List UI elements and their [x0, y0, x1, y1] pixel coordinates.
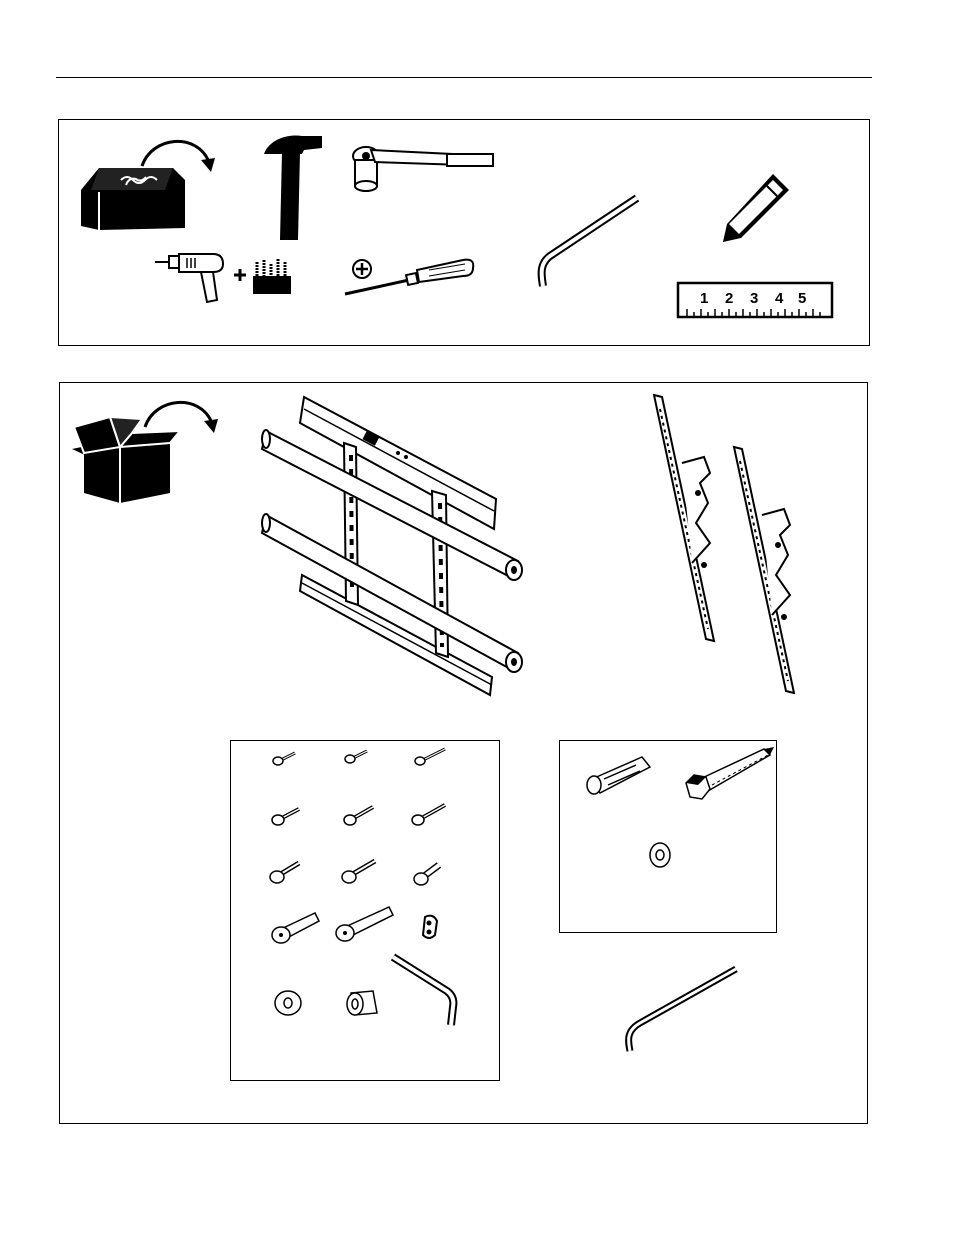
plus-icon [233, 268, 247, 282]
hardware-bag-a [230, 740, 500, 1081]
ruler-number: 1 [700, 290, 708, 307]
spacer-icon [345, 987, 381, 1019]
screw-icon [343, 747, 369, 765]
pencil-icon [719, 172, 791, 244]
rotate-arrow-icon [137, 132, 217, 176]
drill-icon [155, 252, 227, 304]
hardware-bag-b [559, 740, 777, 933]
screw-icon [341, 857, 377, 885]
screwdriver-icon [343, 258, 475, 298]
screw-icon [335, 905, 395, 945]
socket-wrench-icon [351, 144, 501, 194]
screw-icon [271, 805, 301, 827]
wall-anchor-icon [584, 753, 656, 797]
ruler-number: 5 [798, 290, 806, 307]
screw-icon [411, 801, 447, 827]
header-rule [56, 77, 872, 78]
screw-icon [343, 803, 375, 827]
screw-icon [271, 749, 297, 767]
ruler-number: 3 [750, 290, 758, 307]
ruler-number: 2 [725, 290, 733, 307]
safety-clip-icon [417, 913, 445, 943]
washer-icon [648, 841, 672, 869]
tools-required-panel: 1 2 3 4 5 [58, 119, 870, 346]
screw-icon [413, 859, 443, 887]
tilt-bracket-icon [652, 393, 722, 643]
screw-icon [269, 859, 301, 885]
screw-icon [413, 745, 447, 767]
wall-plate-icon [256, 395, 532, 695]
rotate-arrow-icon [140, 393, 220, 437]
ruler-icon: 1 2 3 4 5 [677, 282, 833, 318]
screw-icon [271, 911, 321, 945]
hex-key-icon [391, 953, 463, 1029]
hex-key-icon [533, 194, 643, 290]
hex-key-icon [622, 965, 742, 1055]
tilt-bracket-icon [732, 445, 802, 695]
drill-bits-icon [253, 258, 291, 294]
spacer-icon [273, 989, 303, 1017]
ruler-number: 4 [775, 290, 784, 307]
hammer-icon [262, 132, 326, 242]
lag-bolt-icon [682, 745, 774, 805]
